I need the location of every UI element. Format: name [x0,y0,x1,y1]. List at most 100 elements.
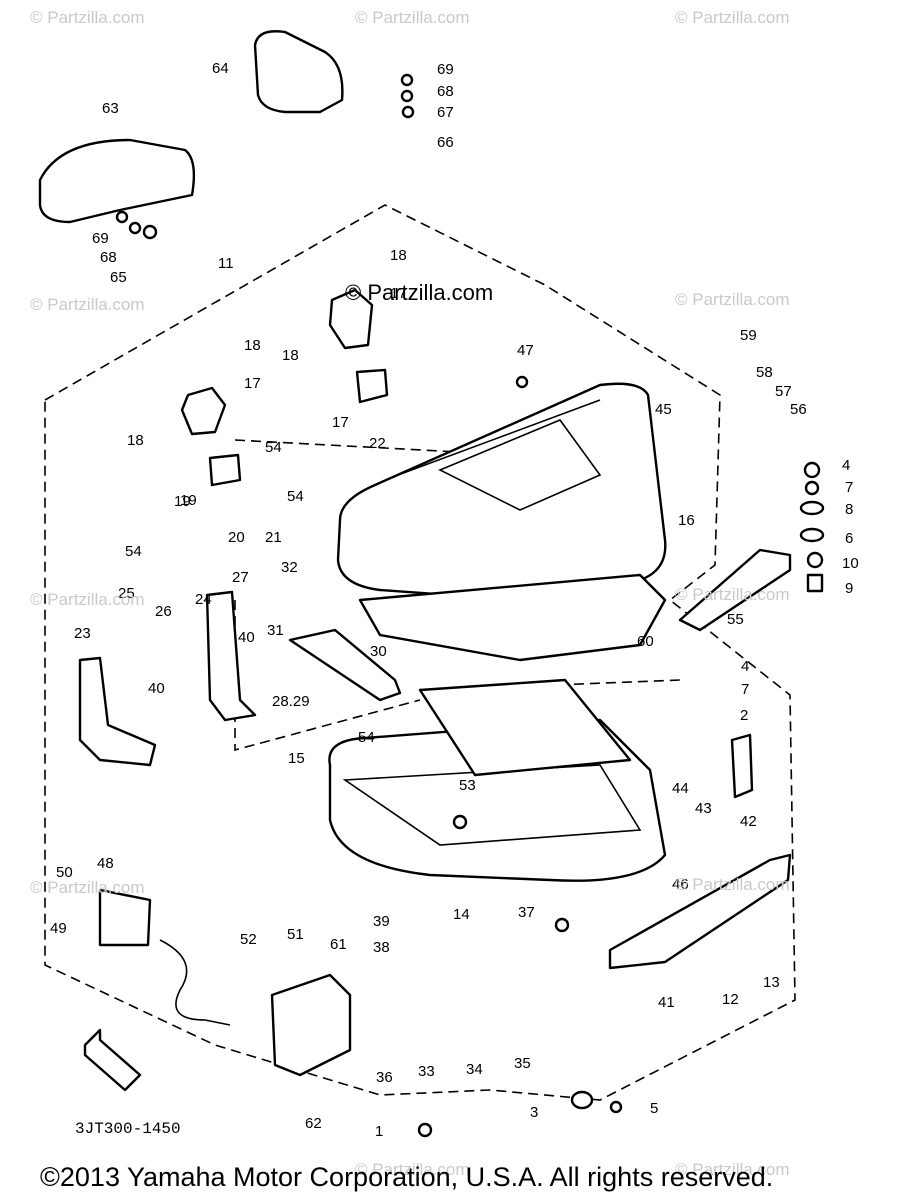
nut-67 [401,105,415,119]
washer-69 [400,73,414,87]
callout: 51 [287,926,304,943]
callout: 69 [92,230,109,247]
callout: 14 [453,906,470,923]
center-watermark: © Partzilla.com [345,280,494,305]
callout: 47 [517,342,534,359]
callout: 9 [845,580,853,597]
watermark: © Partzilla.com [675,875,790,894]
callout: 17 [332,414,349,431]
callout: 28.29 [272,693,310,710]
callout: 46 [672,876,689,893]
callout: 36 [376,1069,393,1086]
callout: 20 [228,529,245,546]
callout: 45 [655,401,672,418]
grommet-8 [799,500,825,516]
stay-24 [205,590,257,722]
watermark: © Partzilla.com [355,1160,470,1179]
callout: 48 [97,855,114,872]
callout: 69 [437,61,454,78]
callout: 65 [110,269,127,286]
watermark: © Partzilla.com [675,290,790,309]
callout: 52 [240,931,257,948]
cap-4 [803,461,821,479]
callout: 7 [741,681,749,698]
callout: 37 [518,904,535,921]
washer-5 [609,1100,623,1114]
watermark: © Partzilla.com [675,1160,790,1179]
backrest-pad [253,30,344,114]
callout: 7 [845,479,853,496]
callout: 54 [287,488,304,505]
callout: 58 [756,364,773,381]
callout: 62 [305,1115,322,1132]
top-case-lid [336,382,667,602]
callout: 16 [678,512,695,529]
callout: 67 [437,104,454,121]
callout: 11 [218,255,234,272]
copyright-notice: ©2013 Yamaha Motor Corporation, U.S.A. A… [40,1162,774,1192]
callout: 60 [637,633,654,650]
spacer-9 [806,573,824,593]
callout: 41 [658,994,675,1011]
callout: 68 [437,83,454,100]
callout: 2 [740,707,748,724]
callout: 26 [155,603,172,620]
callout: 5 [650,1100,658,1117]
washer-68 [400,89,414,103]
callout: 25 [118,585,135,602]
callout: 35 [514,1055,531,1072]
callout-labels: 64 69 68 67 66 63 69 68 65 11 18 17 18 1… [50,60,859,1140]
callout: 54 [265,439,282,456]
callout: 15 [288,750,305,767]
stay-23 [78,656,157,767]
screw-47 [515,375,529,389]
watermark: © Partzilla.com [30,878,145,897]
callout: 34 [466,1061,483,1078]
hinge-42 [730,733,754,799]
callout: 43 [695,800,712,817]
hinge-17-lower [180,386,227,436]
lid-ridge [389,399,601,479]
callout: 4 [741,658,749,675]
assembly-boundary [44,204,796,1101]
callout: 56 [790,401,807,418]
watermark: © Partzilla.com [675,585,790,604]
plate-28-29 [288,628,402,702]
callout: 17 [390,285,407,302]
watermark: © Partzilla.com [355,8,470,27]
nut-65 [142,224,158,240]
callout: 21 [265,529,282,546]
callout: 18 [244,337,261,354]
lower-case-back [418,678,632,777]
fwd-arrow [83,1028,142,1092]
screw-1 [417,1122,433,1138]
callout: 61 [330,936,347,953]
cover-62 [270,973,352,1077]
callout: 54 [358,729,375,746]
callout: 54 [125,543,142,560]
callout: 38 [373,939,390,956]
callout: 24 [195,591,212,608]
callout: 23 [74,625,91,642]
callout: 22 [369,435,386,452]
callout: 31 [267,622,284,639]
callout: 27 [232,569,249,586]
callout: 55 [727,611,744,628]
callout: 63 [102,100,119,117]
callout: 30 [370,643,387,660]
cap-3 [570,1090,594,1110]
strip-41 [608,853,792,970]
reflector-55 [678,548,792,632]
callout: 3 [530,1104,538,1121]
callout: 12 [722,991,739,1008]
callout: 18 [127,432,144,449]
cap-37 [554,917,570,933]
callout: 64 [212,60,229,77]
lid-seal [358,573,667,662]
callout: 44 [672,780,689,797]
nut-7 [804,480,820,496]
callout: 53 [459,777,476,794]
washer-69b [115,210,129,224]
watermark: © Partzilla.com [30,295,145,314]
